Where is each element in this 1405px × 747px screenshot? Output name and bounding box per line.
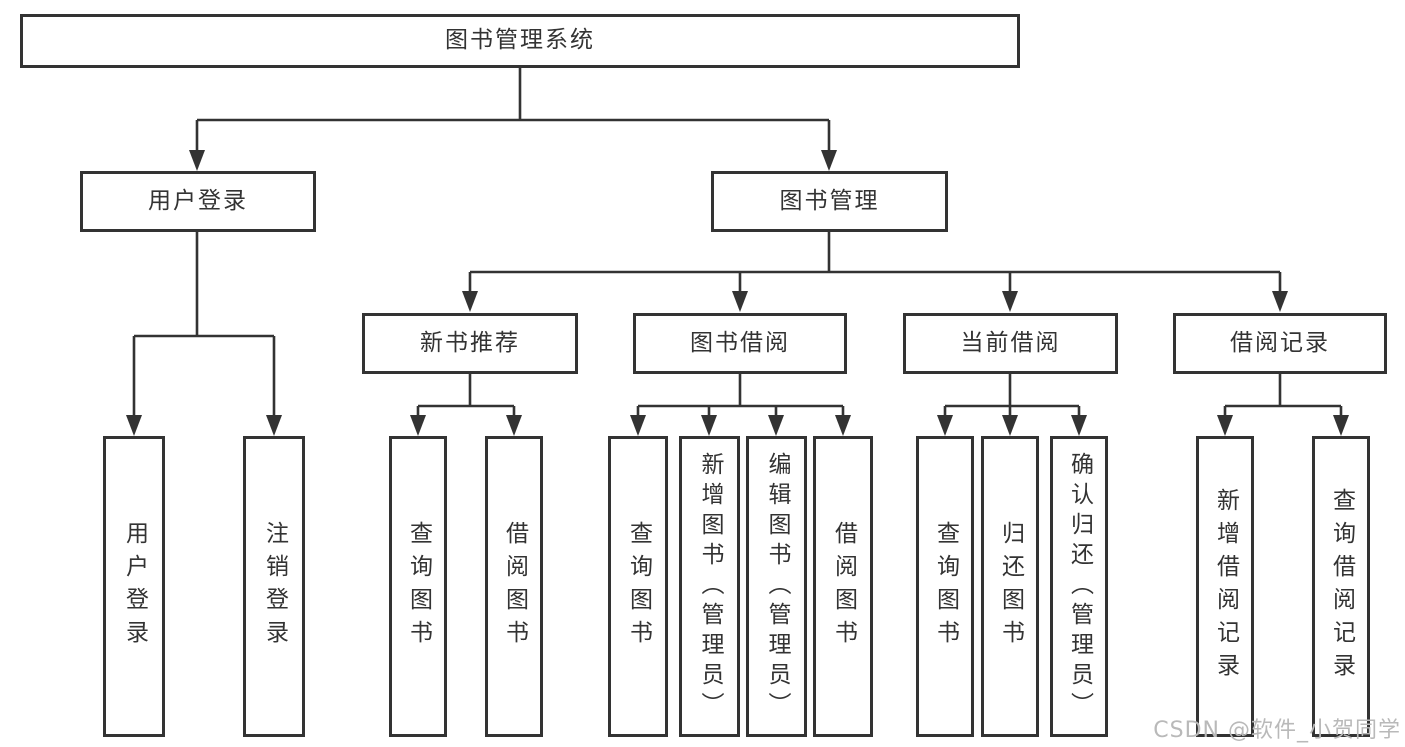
leaf-user-login: 用户登录 <box>103 436 165 737</box>
leaf-add-borrow-record: 新增借阅记录 <box>1196 436 1254 737</box>
node-book-management: 图书管理 <box>711 171 948 232</box>
leaf-logout-login: 注销登录 <box>243 436 305 737</box>
csdn-watermark: CSDN @软件_小贺同学 <box>1153 718 1401 743</box>
leaf-return-books: 归还图书 <box>981 436 1039 737</box>
node-new-book-recommend: 新书推荐 <box>362 313 578 374</box>
leaf-query-books-recommend: 查询图书 <box>389 436 447 737</box>
leaf-borrow-books-borrow: 借阅图书 <box>813 436 873 737</box>
node-user-login: 用户登录 <box>80 171 316 232</box>
leaf-query-books-current: 查询图书 <box>916 436 974 737</box>
node-borrow-records: 借阅记录 <box>1173 313 1387 374</box>
leaf-borrow-books-recommend: 借阅图书 <box>485 436 543 737</box>
node-library-system: 图书管理系统 <box>20 14 1020 68</box>
leaf-add-book-admin: 新增图书（管理员） <box>679 436 740 737</box>
leaf-query-books-borrow: 查询图书 <box>608 436 668 737</box>
node-current-borrow: 当前借阅 <box>903 313 1118 374</box>
leaf-confirm-return-admin: 确认归还（管理员） <box>1050 436 1108 737</box>
node-book-borrow: 图书借阅 <box>633 313 847 374</box>
leaf-query-borrow-record: 查询借阅记录 <box>1312 436 1370 737</box>
leaf-edit-book-admin: 编辑图书（管理员） <box>746 436 807 737</box>
